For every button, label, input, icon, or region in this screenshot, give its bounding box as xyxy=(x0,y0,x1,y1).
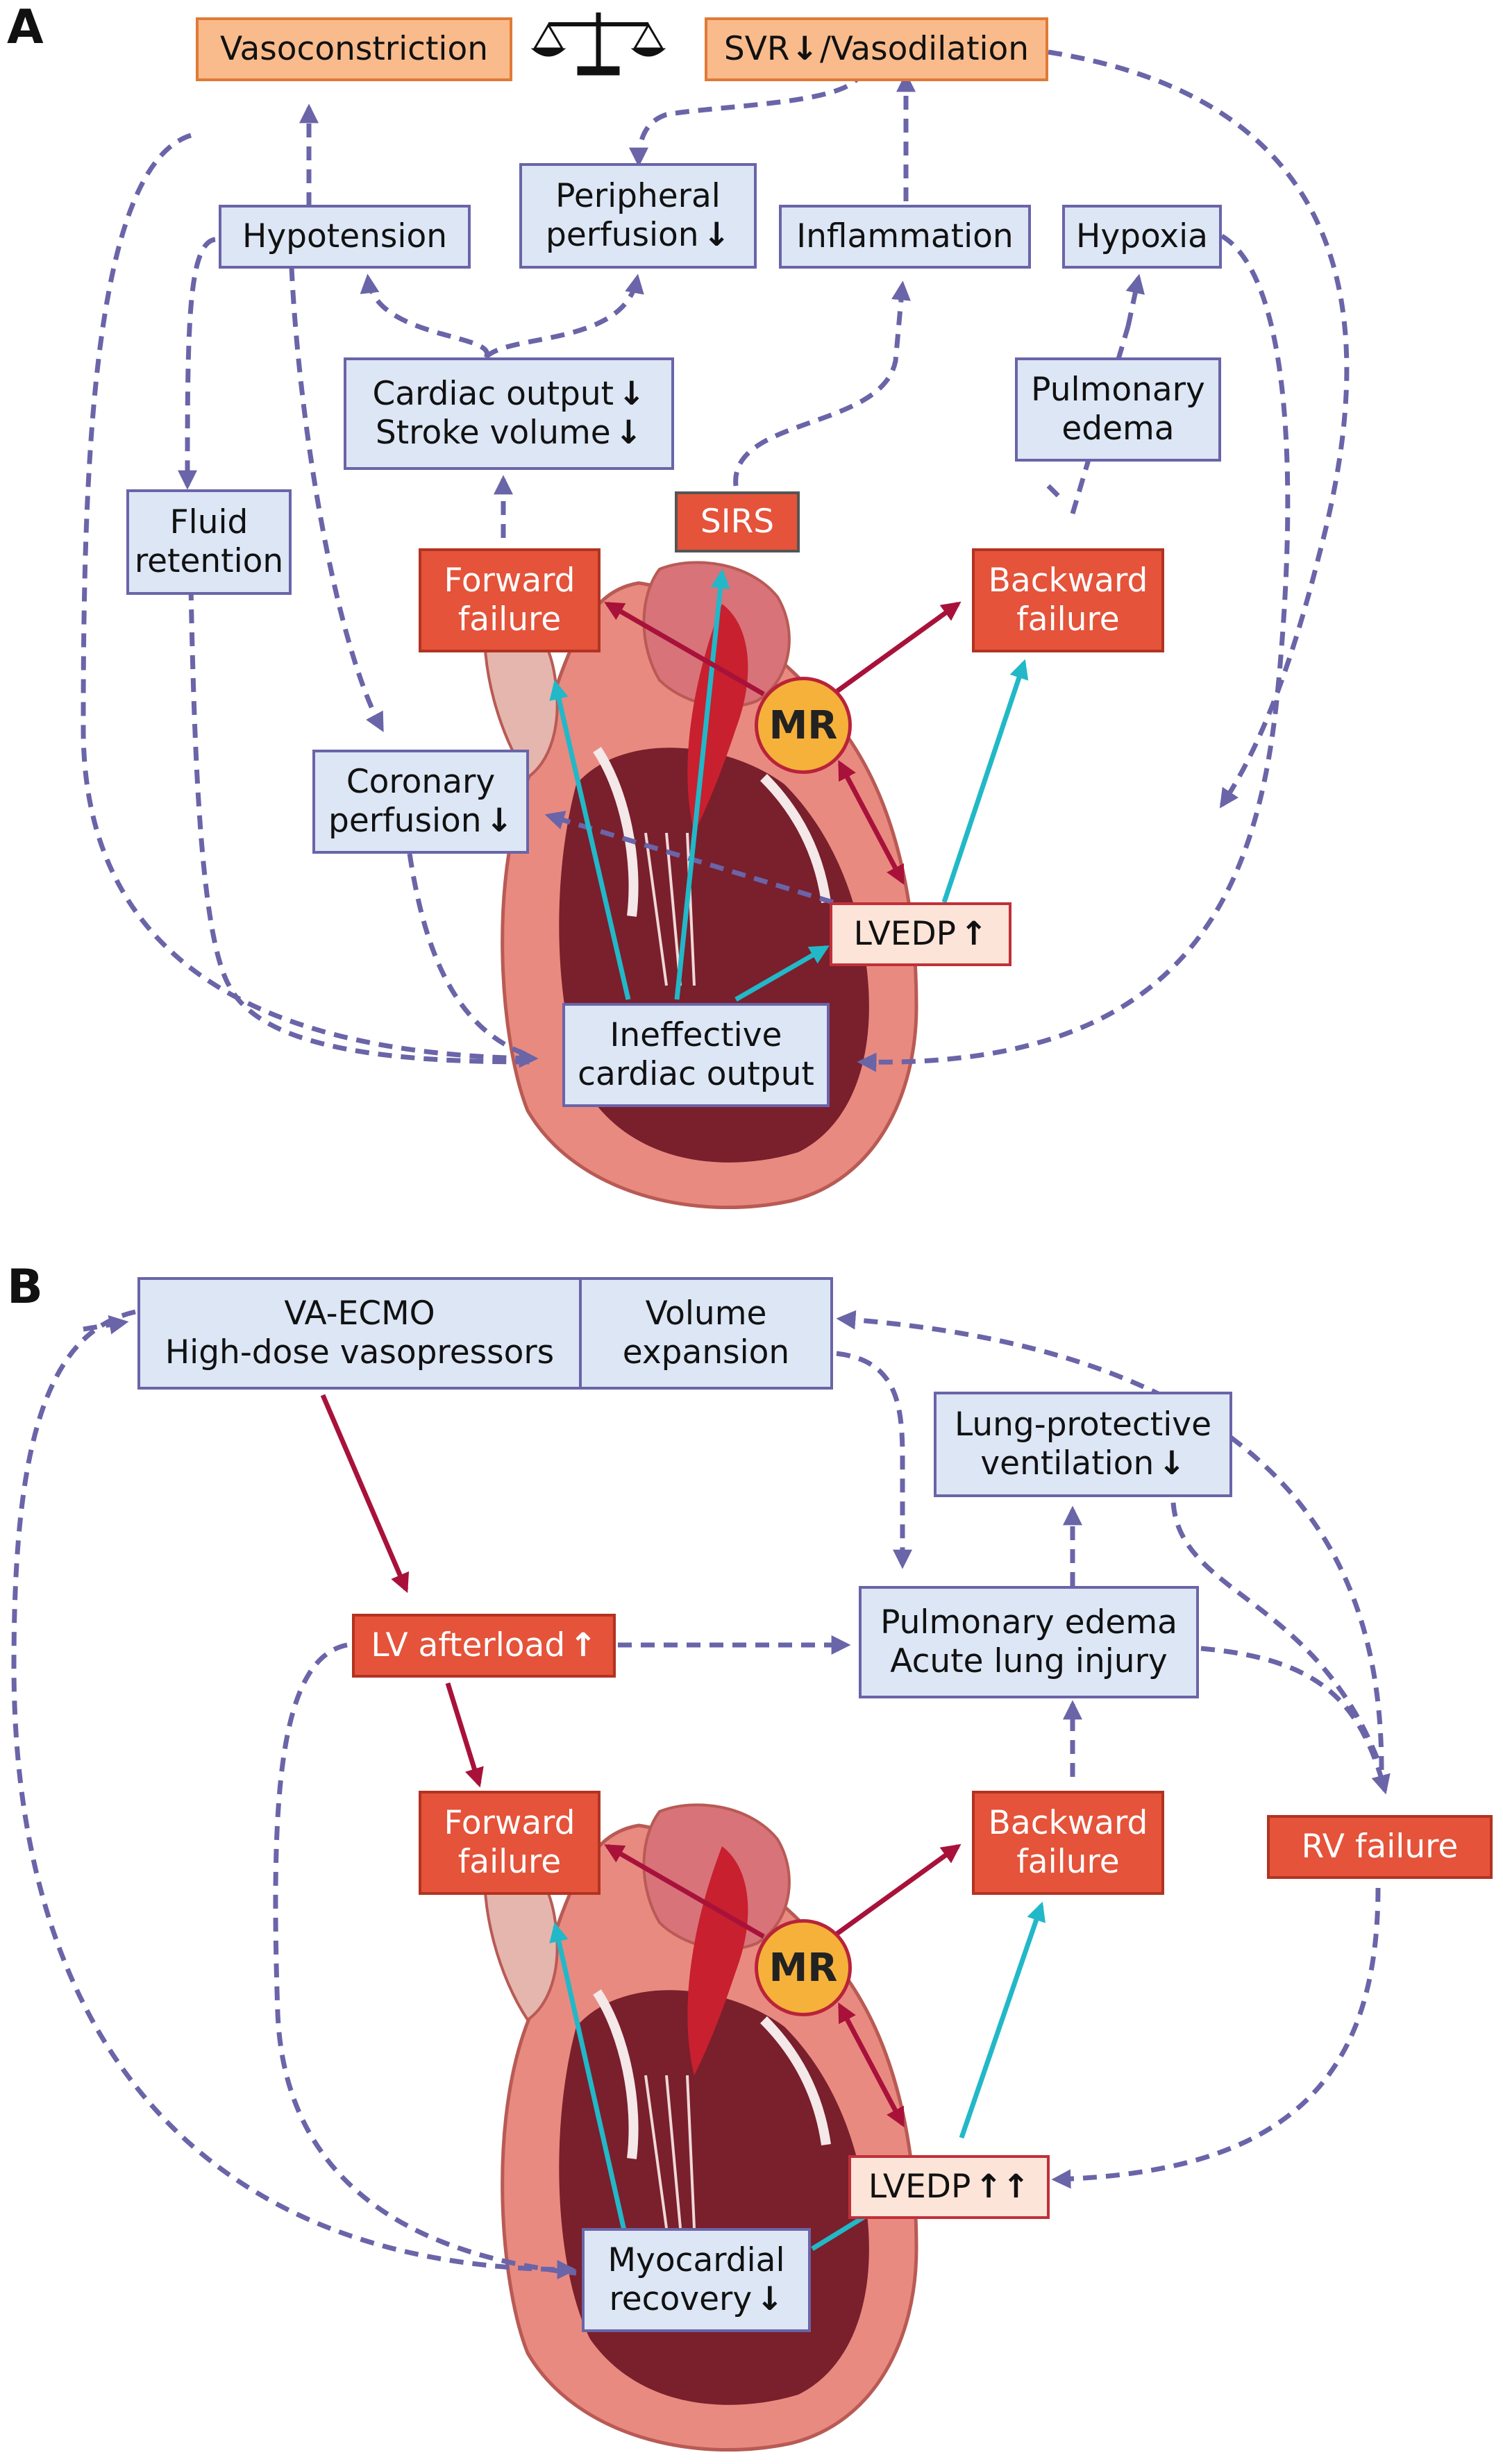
forward-line-2: failure xyxy=(457,1843,562,1881)
coronary-line-1: Coronary xyxy=(346,762,496,801)
forward-failure-box-a: Forward failure xyxy=(419,548,601,652)
mr-label: MR xyxy=(769,702,838,748)
balance-scale-icon xyxy=(530,12,666,76)
lvedp-label: LVEDP xyxy=(868,2167,971,2206)
lung-protective-ventilation-box: Lung-protective ventilation↓ xyxy=(934,1392,1232,1497)
connectors-b xyxy=(11,1309,1391,2279)
pulmonary-edema-box: Pulmonary edema xyxy=(1015,357,1221,462)
hypoxia-label: Hypoxia xyxy=(1076,217,1208,255)
cardiac-output-label: Cardiac output xyxy=(372,374,614,413)
double-up-arrow-icon: ↑↑ xyxy=(975,2167,1030,2206)
lvedp-box-b: LVEDP↑↑ xyxy=(848,2155,1050,2219)
down-arrow-icon: ↓ xyxy=(703,216,730,254)
forward-failure-box-b: Forward failure xyxy=(419,1791,601,1895)
backward-line-1: Backward xyxy=(988,1803,1148,1842)
down-arrow-icon: ↓ xyxy=(485,802,513,840)
up-arrow-icon: ↑ xyxy=(569,1626,597,1664)
up-arrow-icon: ↑ xyxy=(960,914,988,953)
pulmonary-line-2: edema xyxy=(1061,410,1175,448)
hypoxia-box: Hypoxia xyxy=(1062,205,1222,269)
pulmonary-line-1: Pulmonary xyxy=(1031,370,1205,409)
backward-failure-box-b: Backward failure xyxy=(972,1791,1164,1895)
vasoconstriction-box: Vasoconstriction xyxy=(196,17,512,81)
stroke-volume-label: Stroke volume xyxy=(375,414,611,452)
mr-circle-b: MR xyxy=(755,1919,852,2016)
volume-line-1: Volume xyxy=(645,1294,767,1333)
panel-label-b: B xyxy=(7,1260,43,1315)
lv-afterload-box: LV afterload↑ xyxy=(352,1614,616,1678)
sirs-label: SIRS xyxy=(700,502,775,541)
down-arrow-icon: ↓ xyxy=(614,414,643,452)
vaecmo-line-1: VA-ECMO xyxy=(284,1294,435,1333)
svr-label: SVR xyxy=(723,29,790,68)
pulm-line-1: Pulmonary edema xyxy=(880,1603,1177,1642)
backward-line-2: failure xyxy=(1016,1843,1120,1881)
svr-vasodilation-box: SVR↓/Vasodilation xyxy=(705,17,1048,81)
hypotension-label: Hypotension xyxy=(242,217,447,255)
fluid-line-1: Fluid xyxy=(169,503,249,541)
backward-line-1: Backward xyxy=(988,561,1148,600)
pulm-line-2: Acute lung injury xyxy=(890,1642,1168,1680)
peripheral-perfusion-box: Peripheral perfusion↓ xyxy=(519,163,757,269)
inflammation-box: Inflammation xyxy=(779,205,1031,269)
stroke-volume-line: Stroke volume↓ xyxy=(376,414,642,453)
down-arrow-icon: ↓ xyxy=(1158,1444,1186,1483)
rv-label: RV failure xyxy=(1301,1827,1459,1866)
peripheral-line-2: perfusion↓ xyxy=(546,216,730,255)
vasoconstriction-label: Vasoconstriction xyxy=(219,29,489,68)
forward-line-1: Forward xyxy=(444,1803,576,1842)
myo-label: recovery xyxy=(609,2280,753,2318)
cardiac-output-box: Cardiac output↓ Stroke volume↓ xyxy=(344,357,674,470)
down-arrow-icon: ↓ xyxy=(791,29,818,68)
myocardial-recovery-box: Myocardial recovery↓ xyxy=(582,2228,811,2332)
backward-failure-box-a: Backward failure xyxy=(972,548,1164,652)
sirs-box: SIRS xyxy=(675,491,800,552)
mr-circle-a: MR xyxy=(755,677,852,774)
coronary-perfusion-box: Coronary perfusion↓ xyxy=(312,750,529,854)
myo-line-2: recovery↓ xyxy=(609,2280,783,2319)
lv-afterload-label: LV afterload xyxy=(371,1626,566,1664)
volume-expansion-box: Volume expansion xyxy=(579,1277,833,1390)
fluid-line-2: retention xyxy=(134,542,284,580)
ineffective-line-1: Ineffective xyxy=(610,1015,782,1054)
lvedp-box-a: LVEDP↑ xyxy=(830,902,1011,966)
forward-line-1: Forward xyxy=(444,561,576,600)
ineffective-line-2: cardiac output xyxy=(578,1055,814,1093)
cardiac-output-line: Cardiac output↓ xyxy=(372,375,645,414)
vaecmo-line-2: High-dose vasopressors xyxy=(165,1333,555,1372)
lung-line-2: ventilation↓ xyxy=(980,1444,1185,1483)
inflammation-label: Inflammation xyxy=(796,217,1014,255)
coronary-label: perfusion xyxy=(328,802,482,840)
backward-line-2: failure xyxy=(1016,600,1120,639)
volume-line-2: expansion xyxy=(622,1333,790,1372)
down-arrow-icon: ↓ xyxy=(756,2280,784,2318)
va-ecmo-box: VA-ECMO High-dose vasopressors xyxy=(137,1277,582,1390)
vasodilation-label: /Vasodilation xyxy=(819,29,1030,68)
myo-line-1: Myocardial xyxy=(607,2241,785,2279)
fluid-retention-box: Fluid retention xyxy=(126,489,292,595)
panel-label-a: A xyxy=(7,0,44,55)
hypotension-box: Hypotension xyxy=(219,205,471,269)
lung-line-1: Lung-protective xyxy=(954,1405,1211,1444)
coronary-line-2: perfusion↓ xyxy=(328,802,513,841)
forward-line-2: failure xyxy=(457,600,562,639)
peripheral-line-1: Peripheral xyxy=(555,176,721,215)
rv-failure-box: RV failure xyxy=(1267,1815,1493,1879)
peripheral-label: perfusion xyxy=(546,216,699,254)
lung-label: ventilation xyxy=(980,1444,1154,1483)
mr-label: MR xyxy=(769,1945,838,1991)
ineffective-cardiac-output-box: Ineffective cardiac output xyxy=(562,1003,830,1107)
down-arrow-icon: ↓ xyxy=(618,374,646,413)
pulmonary-edema-lung-injury-box: Pulmonary edema Acute lung injury xyxy=(859,1586,1199,1698)
lvedp-label: LVEDP xyxy=(853,914,956,953)
